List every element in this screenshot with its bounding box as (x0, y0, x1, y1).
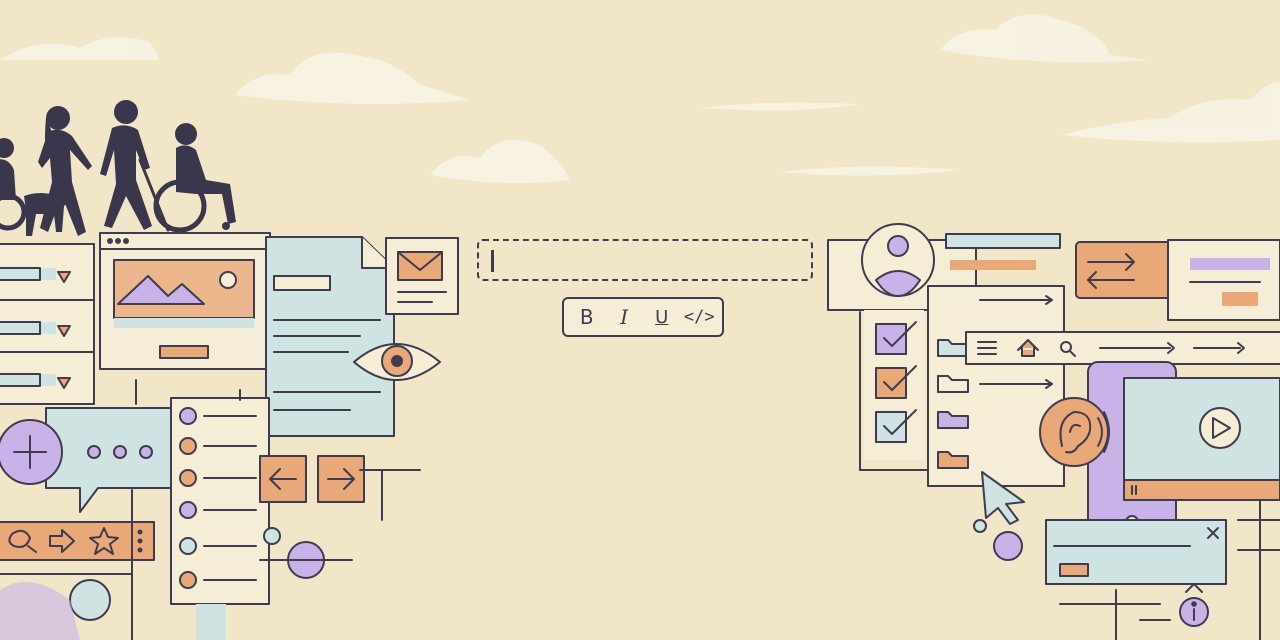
home-icon (1017, 339, 1039, 357)
search-icon (1060, 341, 1072, 353)
play-icon (1199, 407, 1241, 449)
mountain-icon (117, 275, 205, 305)
underline-button[interactable]: U (645, 302, 679, 332)
people-silhouettes (0, 100, 236, 236)
bold-button[interactable]: B (570, 302, 604, 332)
icon-bar (0, 521, 155, 561)
folder-icon (937, 411, 969, 429)
format-toolbar: B I U </> (562, 297, 724, 337)
cloud (235, 52, 470, 104)
close-icon (1207, 527, 1219, 539)
star-icon (89, 527, 119, 555)
image-caption-bar (159, 345, 209, 359)
code-button[interactable]: </> (682, 302, 716, 332)
arrow-right-icon (49, 529, 75, 553)
cloud (0, 37, 160, 60)
chat-bubble (45, 407, 173, 513)
decor-circle (993, 531, 1023, 561)
cloud (430, 139, 570, 184)
chevron-down-icon (57, 271, 71, 283)
folder-icon (937, 375, 969, 393)
cursor-icon (981, 471, 1025, 525)
cloud (940, 14, 1150, 63)
cloud (700, 102, 860, 111)
ear-icon (1039, 397, 1109, 467)
search-icon (8, 529, 37, 553)
cloud (780, 166, 960, 176)
checkbox-icon (875, 323, 907, 355)
sun-icon (219, 271, 237, 289)
left-ui-panels (0, 232, 459, 640)
envelope-icon (397, 251, 443, 281)
checkbox-icon (875, 411, 907, 443)
chevron-down-icon (57, 377, 71, 389)
radio-list (170, 397, 270, 605)
right-ui-panels (827, 223, 1280, 640)
chevron-down-icon (57, 325, 71, 337)
checkbox-icon (875, 367, 907, 399)
italic-button[interactable]: I (607, 302, 641, 332)
swap-icon (1087, 253, 1135, 289)
clouds (0, 14, 1280, 184)
text-caret (491, 250, 494, 272)
cloud (1060, 81, 1280, 143)
text-input[interactable] (477, 239, 813, 281)
folder-icon (937, 451, 969, 469)
